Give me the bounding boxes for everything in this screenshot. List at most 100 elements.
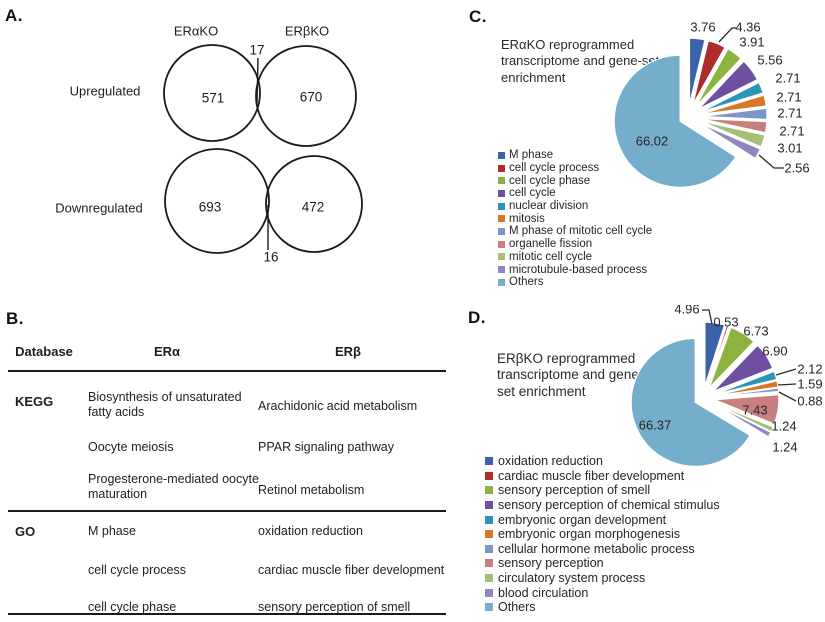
panel-b-letter: B. xyxy=(6,309,24,328)
table-cell: cell cycle process xyxy=(88,563,186,577)
pie-value-label: 1.59 xyxy=(797,377,822,392)
panel-d-letter: D. xyxy=(468,308,486,327)
pie-value-label: 2.71 xyxy=(779,124,804,139)
legend-item: mitosis xyxy=(498,212,652,225)
legend-swatch xyxy=(485,457,493,466)
chart-d-title-line1: ERβKO reprogrammed xyxy=(497,351,636,366)
chart-d-title-line2: transcriptome and gene- xyxy=(497,367,644,383)
chart-d-title: ERβKO reprogrammed transcriptome and gen… xyxy=(497,351,643,400)
legend-swatch xyxy=(485,588,493,597)
label-leader-line xyxy=(718,27,736,43)
pie-value-label: 2.71 xyxy=(775,71,800,86)
legend-label: nuclear division xyxy=(509,200,589,213)
legend-label: Others xyxy=(498,600,536,615)
legend-item: sensory perception of smell xyxy=(485,483,720,498)
legend-item: Others xyxy=(485,600,720,615)
venn-diagram xyxy=(163,44,363,254)
pie-slice xyxy=(706,325,730,388)
legend-swatch xyxy=(498,266,505,274)
pie-value-label: 1.24 xyxy=(772,440,797,455)
pie-slice xyxy=(704,321,726,387)
pie-value-label: 3.01 xyxy=(777,141,802,156)
label-leader-line xyxy=(777,383,797,386)
legend-swatch xyxy=(485,471,493,480)
legend-label: circulatory system process xyxy=(498,571,646,586)
chart-d-title-line3: set enrichment xyxy=(497,383,586,399)
legend-label: sensory perception of smell xyxy=(498,483,651,498)
legend-item: M phase of mitotic cell cycle xyxy=(498,225,652,238)
pie-value-label: 2.71 xyxy=(777,106,802,121)
legend-label: embryonic organ morphogenesis xyxy=(498,527,681,542)
pie-slice xyxy=(700,107,768,120)
venn-circle-down-left xyxy=(164,148,270,254)
venn-count-up-right: 670 xyxy=(299,89,323,105)
legend-label: cardiac muscle fiber development xyxy=(498,468,685,483)
pie-slice xyxy=(712,344,774,392)
legend-item: cellular hormone metabolic process xyxy=(485,542,720,557)
label-leader-line xyxy=(702,309,713,325)
legend-label: oxidation reduction xyxy=(498,454,603,469)
legend-swatch xyxy=(498,278,505,286)
table-cell: Oocyte meiosis xyxy=(88,440,174,454)
pie-slice xyxy=(630,337,751,467)
pie-value-label: 1.24 xyxy=(771,419,796,434)
legend-swatch xyxy=(485,530,493,539)
label-leader-line xyxy=(775,368,797,376)
table-cell: oxidation reduction xyxy=(258,524,363,538)
legend-item: embryonic organ development xyxy=(485,512,720,527)
venn-count-down-left: 693 xyxy=(198,199,222,215)
table-header-erbeta: ERβ xyxy=(335,344,361,359)
legend-label: organelle fission xyxy=(509,238,593,251)
legend-label: cellular hormone metabolic process xyxy=(498,541,695,556)
legend-swatch xyxy=(498,227,505,235)
pie-value-label: 6.73 xyxy=(743,324,768,339)
legend-label: Others xyxy=(509,276,544,289)
legend-label: cell cycle phase xyxy=(509,174,591,187)
legend-swatch xyxy=(485,515,493,524)
legend-item: cell cycle process xyxy=(498,162,652,175)
pie-slice xyxy=(692,40,726,106)
pie-value-label: 2.71 xyxy=(776,90,801,105)
venn-row-label-upregulated: Upregulated xyxy=(69,83,141,99)
legend-swatch xyxy=(485,574,493,583)
chart-c-title-line2: transcriptome and gene-set xyxy=(501,53,660,69)
legend-swatch xyxy=(498,202,505,210)
panel-c-letter: C. xyxy=(469,7,487,26)
table-cell: Arachidonic acid metabolism xyxy=(258,399,418,413)
legend-item: embryonic organ morphogenesis xyxy=(485,527,720,542)
legend-label: microtubule-based process xyxy=(509,263,648,276)
panel-a-letter: A. xyxy=(5,6,23,25)
table-rule-top xyxy=(8,370,446,372)
table-cell: Retinol metabolism xyxy=(258,483,365,497)
pie-slice xyxy=(688,37,706,105)
table-cell: cardiac muscle fiber development xyxy=(258,563,445,577)
pie-value-label: 2.12 xyxy=(797,362,822,377)
table-rule-middle xyxy=(8,510,446,512)
legend-swatch xyxy=(485,603,493,612)
pie-value-label: 6.90 xyxy=(762,344,787,359)
table-group-kegg: KEGG xyxy=(15,394,54,409)
venn-row-label-downregulated: Downregulated xyxy=(55,200,143,216)
pie-slice xyxy=(700,118,768,134)
pie-slice xyxy=(695,48,742,108)
pie-value-label: 3.76 xyxy=(690,20,715,35)
legend-item: M phase xyxy=(498,149,652,162)
table-cell: cell cycle phase xyxy=(88,600,177,614)
legend-swatch xyxy=(498,177,505,185)
legend-swatch xyxy=(498,240,505,248)
legend-item: cardiac muscle fiber development xyxy=(485,469,720,484)
legend-label: sensory perception xyxy=(498,556,604,571)
chart-c-title-line3: enrichment xyxy=(501,69,566,85)
pie-slice xyxy=(714,380,779,397)
chart-c-title-line1: ERαKO reprogrammed xyxy=(501,37,635,52)
legend-item: organelle fission xyxy=(498,238,652,251)
venn-header-erbeta-ko: ERβKO xyxy=(284,23,330,39)
label-leader-line xyxy=(758,154,784,169)
legend-swatch xyxy=(498,189,505,197)
pie-value-label: 4.96 xyxy=(674,305,699,317)
legend-label: blood circulation xyxy=(498,585,589,600)
